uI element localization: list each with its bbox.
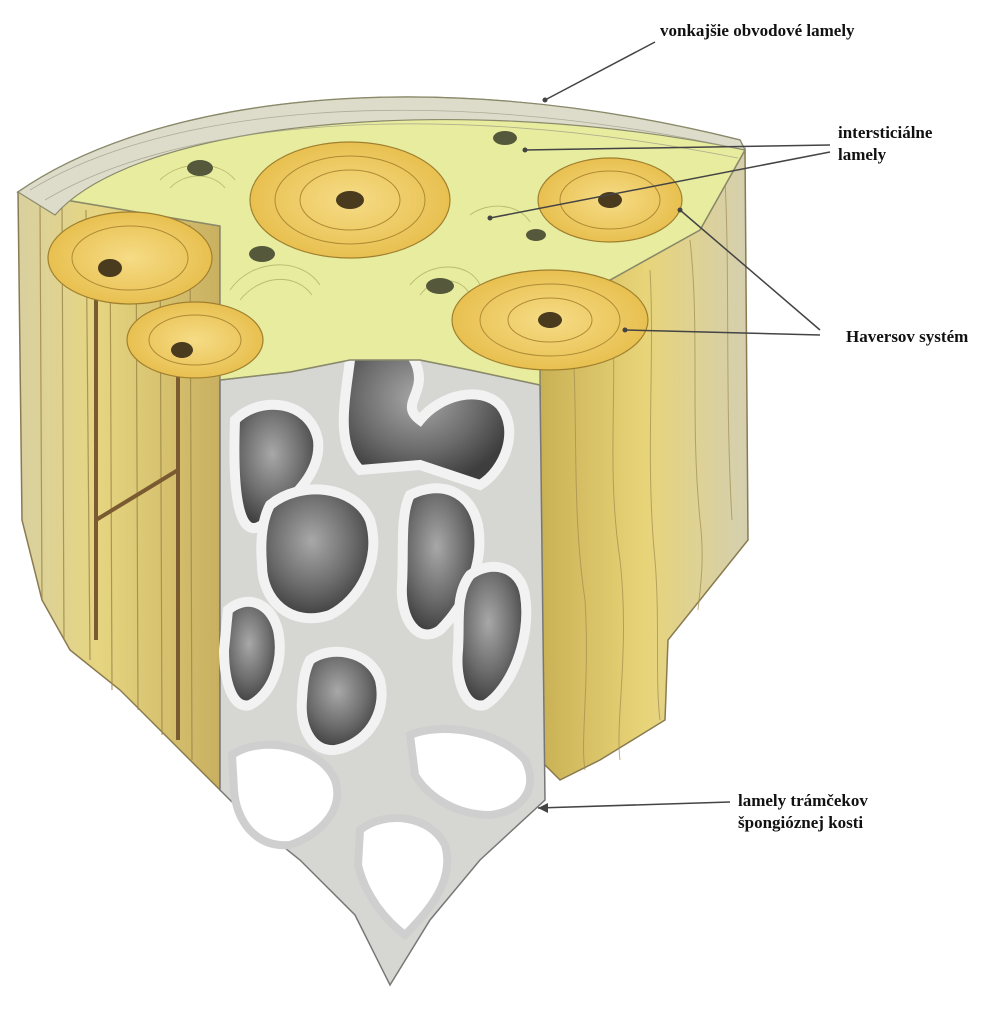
label-outer-lamellae: vonkajšie obvodové lamely [660,20,855,42]
label-spongy-trabeculae: lamely trámčekov špongióznej kosti [738,790,868,834]
label-interstitial-line2: lamely [838,144,932,166]
label-haversian-system: Haversov systém [846,326,968,348]
osteon [452,270,648,370]
cross-section-top [18,97,745,385]
osteon [127,302,263,378]
osteon [48,212,212,304]
label-spongy-line1: lamely trámčekov [738,790,868,812]
label-interstitial-line1: intersticiálne [838,122,932,144]
osteon [250,142,450,258]
spongy-bone-face [220,340,545,985]
label-interstitial-lamellae: intersticiálne lamely [838,122,932,166]
label-spongy-line2: špongióznej kosti [738,812,868,834]
osteon [538,158,682,242]
